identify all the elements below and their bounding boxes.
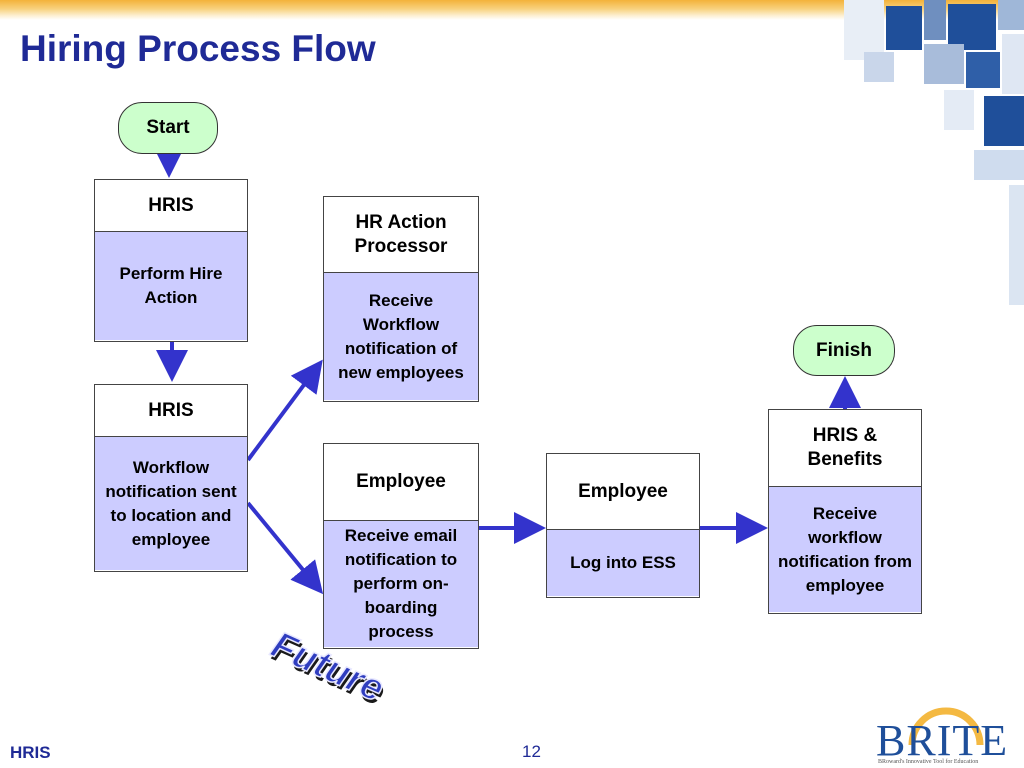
node-role: Employee: [324, 444, 478, 521]
node-employee-onboarding: Employee Receive email notification to p…: [323, 443, 479, 649]
start-terminal: Start: [118, 102, 218, 154]
page-title: Hiring Process Flow: [20, 28, 376, 69]
node-task: Receive workflow notification from emplo…: [769, 487, 921, 612]
node-role: HRIS & Benefits: [769, 410, 921, 487]
node-role: Employee: [547, 454, 699, 530]
start-label: Start: [146, 117, 190, 138]
node-hr-action-processor: HR Action Processor Receive Workflow not…: [323, 196, 479, 402]
node-role: HRIS: [95, 385, 247, 437]
node-hris-workflow-notification: HRIS Workflow notification sent to locat…: [94, 384, 248, 572]
page-number: 12: [522, 742, 541, 761]
node-hris-benefits: HRIS & Benefits Receive workflow notific…: [768, 409, 922, 614]
node-role: HR Action Processor: [324, 197, 478, 273]
node-employee-ess: Employee Log into ESS: [546, 453, 700, 598]
node-task: Receive email notification to perform on…: [324, 521, 478, 647]
finish-label: Finish: [816, 339, 872, 361]
logo-tagline: BRoward's Innovative Tool for Education: [878, 759, 979, 765]
node-task: Perform Hire Action: [95, 232, 247, 340]
arrow-hris-to-hr-action: [246, 359, 323, 462]
arrow-hris-to-employee: [246, 501, 324, 595]
node-task: Receive Workflow notification of new emp…: [324, 273, 478, 400]
node-task: Workflow notification sent to location a…: [95, 437, 247, 570]
finish-terminal: Finish: [793, 325, 895, 376]
node-hris-perform-hire: HRIS Perform Hire Action: [94, 179, 248, 342]
brite-logo: BRITE BRoward's Innovative Tool for Educ…: [872, 705, 1018, 768]
top-gradient-bar: [0, 0, 1024, 20]
decorative-squares: [844, 0, 1024, 305]
logo-wordmark: BRITE: [876, 716, 1009, 765]
node-role: HRIS: [95, 180, 247, 232]
node-task: Log into ESS: [547, 530, 699, 596]
sun-arc-icon: [908, 707, 984, 745]
footer-label: HRIS: [10, 743, 51, 762]
